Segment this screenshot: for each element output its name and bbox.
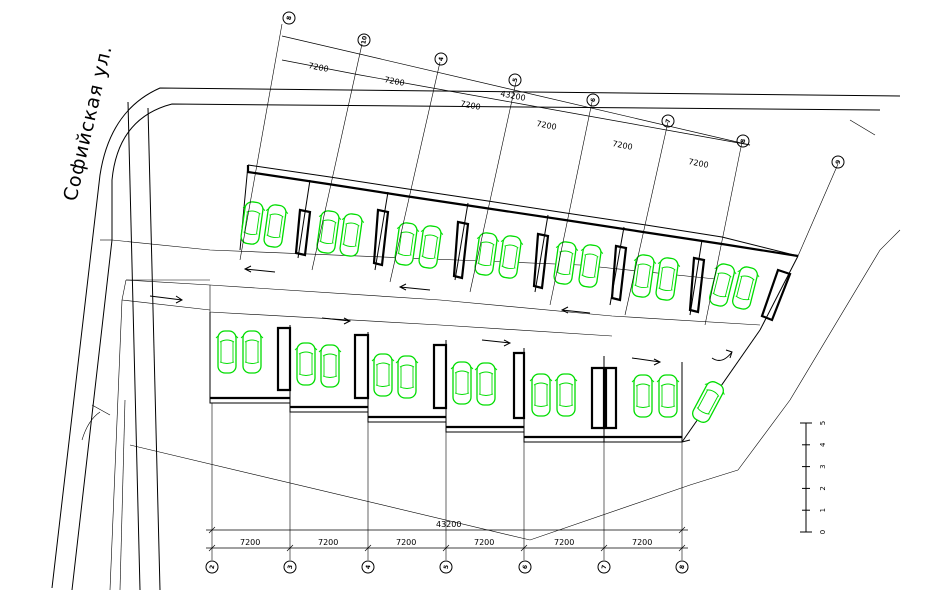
svg-text:6: 6 <box>590 97 598 102</box>
car-top-3 <box>316 210 342 254</box>
bottom-axis-3: 4 <box>361 560 375 574</box>
car-top-5 <box>394 222 420 266</box>
car-bottom-7 <box>450 361 474 405</box>
svg-text:9: 9 <box>835 159 843 164</box>
top-bay-dim-5: 7200 <box>612 139 634 152</box>
svg-text:4: 4 <box>365 564 373 569</box>
car-top-4 <box>339 213 365 257</box>
scale-label-0: 0 <box>819 530 827 534</box>
top-garage-row <box>239 164 799 331</box>
top-bay-dim-4: 7200 <box>536 119 558 132</box>
top-axis-6: 7 <box>661 114 675 128</box>
bottom-axis-5: 6 <box>518 560 532 574</box>
bottom-axis-4: 5 <box>439 560 453 574</box>
bottom-garage-row <box>209 312 761 443</box>
svg-text:3: 3 <box>287 564 295 569</box>
svg-text:10: 10 <box>360 35 368 44</box>
top-bay-dim-6: 7200 <box>688 157 710 170</box>
top-axis-markers: 8 10 4 5 6 7 8 9 <box>282 11 845 169</box>
scale-bar: 0 1 2 3 4 5 <box>800 421 827 534</box>
bottom-bay-dim-3: 7200 <box>396 538 416 547</box>
car-bottom-3 <box>294 342 318 386</box>
car-top-7 <box>474 232 500 276</box>
car-top-10 <box>578 244 604 288</box>
bottom-axis-2: 3 <box>283 560 297 574</box>
car-bottom-11 <box>631 374 655 418</box>
top-axis-7: 8 <box>736 134 750 148</box>
car-top-8 <box>498 235 524 279</box>
car-bottom-2 <box>240 330 264 374</box>
scale-label-3: 3 <box>819 464 827 468</box>
bottom-axis-6: 7 <box>597 560 611 574</box>
svg-text:7: 7 <box>601 564 609 569</box>
car-top-11 <box>631 254 657 298</box>
bottom-bay-dim-2: 7200 <box>318 538 338 547</box>
bottom-bay-dim-1: 7200 <box>240 538 260 547</box>
car-bottom-1 <box>215 330 239 374</box>
car-top-2 <box>263 204 289 248</box>
bottom-axis-7: 8 <box>675 560 689 574</box>
svg-text:4: 4 <box>438 56 446 61</box>
street-name-label: Софийская ул. <box>59 43 116 203</box>
car-bottom-4 <box>318 344 342 388</box>
svg-text:5: 5 <box>512 77 520 82</box>
svg-text:6: 6 <box>522 564 530 569</box>
top-axis-8: 9 <box>831 155 845 169</box>
car-top-14 <box>732 266 760 310</box>
bottom-bay-dim-4: 7200 <box>474 538 494 547</box>
bottom-bay-dim-6: 7200 <box>632 538 652 547</box>
car-bottom-6 <box>395 355 419 399</box>
car-bottom-10 <box>554 373 578 417</box>
car-bottom-8 <box>474 362 498 406</box>
svg-text:8: 8 <box>740 138 748 143</box>
scale-label-1: 1 <box>819 508 827 512</box>
bottom-axis-1: 2 <box>205 560 219 574</box>
top-bay-dim-3: 7200 <box>460 99 482 112</box>
scale-label-2: 2 <box>819 486 827 490</box>
bottom-bay-dim-5: 7200 <box>554 538 574 547</box>
site-boundary <box>51 87 901 591</box>
top-axis-1: 8 <box>282 11 296 25</box>
scale-label-4: 4 <box>819 442 827 447</box>
top-axis-4: 5 <box>508 73 522 87</box>
top-axis-2: 10 <box>357 33 371 47</box>
bottom-axis-markers: 2 3 4 5 6 7 8 <box>205 560 689 574</box>
bottom-dimension-chain: 43200 7200 7200 7200 7200 7200 7200 <box>206 403 688 560</box>
car-top-6 <box>418 225 444 269</box>
scale-label-5: 5 <box>819 421 827 425</box>
car-top-12 <box>655 257 681 301</box>
svg-text:8: 8 <box>679 564 687 569</box>
top-bay-dim-2: 7200 <box>384 75 406 88</box>
svg-text:7: 7 <box>665 118 673 123</box>
bottom-total-dim: 43200 <box>436 520 461 529</box>
car-top-9 <box>553 241 579 285</box>
top-dimension-chain: 7200 7200 7200 7200 7200 7200 43200 <box>239 23 839 326</box>
top-axis-3: 4 <box>434 52 448 66</box>
car-bottom-5 <box>371 353 395 397</box>
driveway <box>121 265 761 366</box>
svg-text:8: 8 <box>286 15 294 20</box>
svg-text:5: 5 <box>443 564 451 569</box>
car-bottom-13 <box>692 381 725 423</box>
car-bottom-9 <box>529 373 553 417</box>
top-axis-5: 6 <box>586 93 600 107</box>
top-bay-dim-1: 7200 <box>308 61 330 74</box>
cars-top <box>240 201 760 310</box>
car-bottom-12 <box>656 374 680 418</box>
cars-bottom <box>215 330 725 423</box>
svg-text:2: 2 <box>209 564 217 569</box>
car-top-1 <box>240 201 266 245</box>
